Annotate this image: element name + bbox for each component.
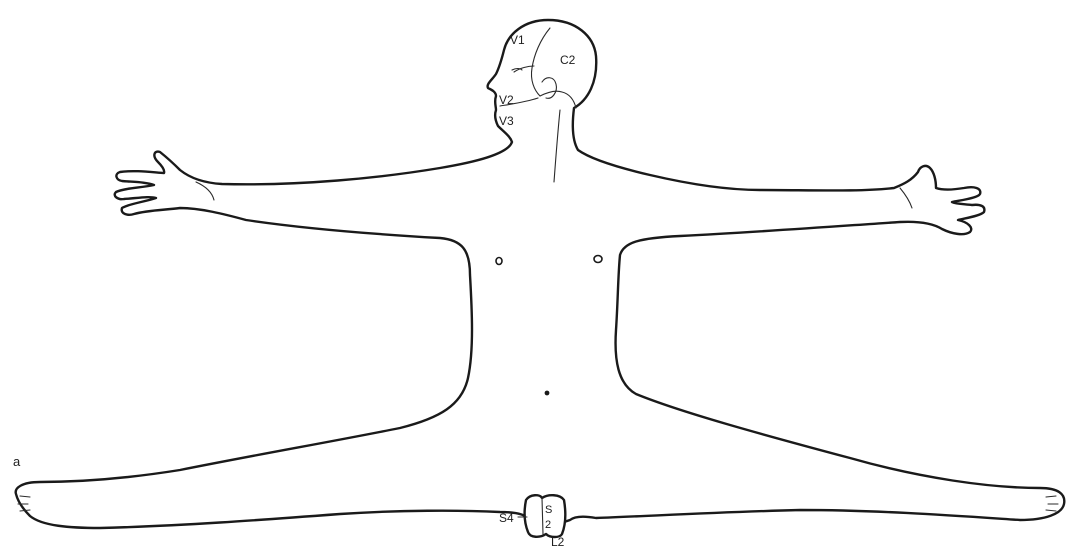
label-v3: V3 — [499, 114, 514, 128]
label-c2: C2 — [560, 53, 576, 67]
label-l2: L2 — [551, 535, 565, 547]
navel — [545, 391, 550, 396]
label-s2-digit: 2 — [545, 519, 551, 531]
label-s2-letter: S — [545, 504, 552, 516]
label-v1: V1 — [510, 33, 525, 47]
panel-label: a — [13, 454, 21, 469]
label-s4: S4 — [499, 511, 514, 525]
label-v2: V2 — [499, 93, 514, 107]
